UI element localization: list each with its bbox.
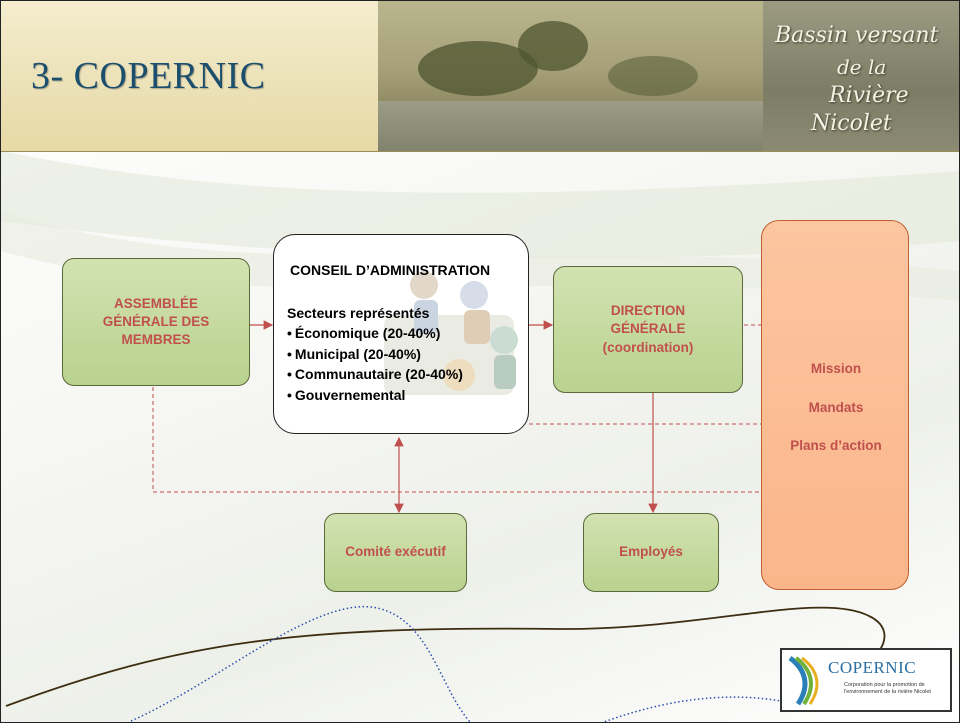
node-direction: DIRECTION GÉNÉRALE (coordination) <box>553 266 743 393</box>
banner-text-panel: Bassin versant de la Rivière Nicolet <box>763 1 959 151</box>
node-comite: Comité exécutif <box>324 513 467 592</box>
banner-line-2: de la <box>837 55 887 79</box>
mission-item: Plans d’action <box>790 438 882 453</box>
node-comite-label: Comité exécutif <box>345 544 446 560</box>
node-direction-label: DIRECTION GÉNÉRALE (coordination) <box>602 303 694 355</box>
logo-name: COPERNIC <box>828 658 917 677</box>
mission-item: Mission <box>810 361 862 376</box>
sector-item: Économique (20-40%) <box>287 323 463 344</box>
sector-item: Gouvernemental <box>287 385 463 406</box>
node-conseil: CONSEIL D’ADMINISTRATION Secteurs représ… <box>273 234 529 434</box>
node-mission: Mission Mandats Plans d’action <box>761 220 909 590</box>
sector-item: Municipal (20-40%) <box>287 344 463 365</box>
node-employes-label: Employés <box>619 544 683 560</box>
banner-line-3: Rivière <box>829 83 909 108</box>
mission-item: Mandats <box>808 400 864 415</box>
banner-line-1: Bassin versant <box>775 23 939 48</box>
node-assemblee: ASSEMBLÉE GÉNÉRALE DES MEMBRES <box>62 258 250 386</box>
node-conseil-subtitle: Secteurs représentés <box>287 305 430 321</box>
banner-line-4: Nicolet <box>811 111 892 136</box>
copernic-logo: COPERNIC Corporation pour la promotion d… <box>780 648 952 712</box>
sector-list: Économique (20-40%) Municipal (20-40%) C… <box>287 323 463 405</box>
node-employes: Employés <box>583 513 719 592</box>
node-assemblee-label: ASSEMBLÉE GÉNÉRALE DES MEMBRES <box>102 295 210 348</box>
logo-tagline: Corporation pour la promotion de l'envir… <box>844 682 931 695</box>
banner-painting: Bassin versant de la Rivière Nicolet <box>378 1 959 151</box>
node-conseil-title: CONSEIL D’ADMINISTRATION <box>290 262 491 278</box>
sector-item: Communautaire (20-40%) <box>287 364 463 385</box>
slide-title: 3- COPERNIC <box>31 55 266 97</box>
header: 3- COPERNIC Bassin versant de la Rivière… <box>1 1 959 152</box>
logo-mark-icon <box>788 656 819 706</box>
